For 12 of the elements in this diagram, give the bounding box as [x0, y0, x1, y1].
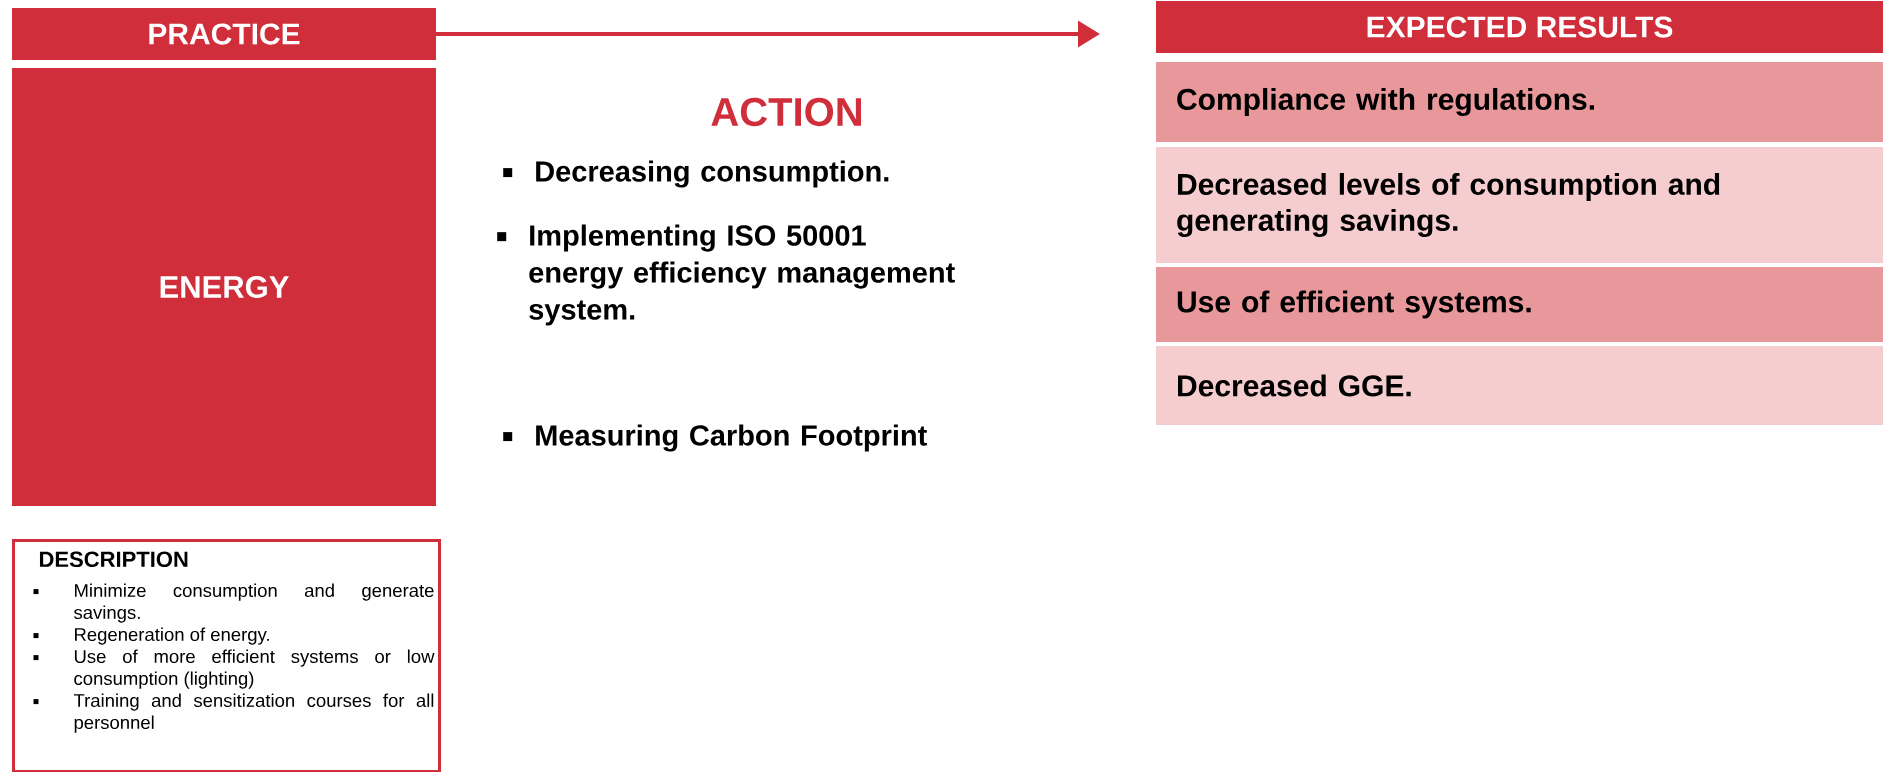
result-row: Compliance with regulations. [1156, 62, 1883, 142]
header-bar: PRACTICE [12, 8, 436, 60]
result-row: Decreased levels of consumption and generating savings. [1156, 147, 1883, 263]
result-row: Decreased GGE. [1156, 346, 1883, 425]
header-bar: EXPECTED RESULTS [1156, 1, 1883, 53]
category-box: ENERGY [12, 68, 436, 506]
bullet-item: Measuring Carbon Footprint [503, 424, 927, 452]
section-heading: ACTION [711, 97, 861, 127]
result-row: Use of efficient systems. [1156, 267, 1883, 342]
bullet-item: Decreasing consumption. [503, 160, 889, 188]
bullet-item: Implementing ISO 50001 energy efficiency management system. [497, 224, 955, 326]
description-box: DESCRIPTION Minimize consumption and generate savings. Regeneration of energy. Use of more efficient systems or low consumption (lighting) Training and sensitization courses for all personnel [12, 539, 441, 772]
